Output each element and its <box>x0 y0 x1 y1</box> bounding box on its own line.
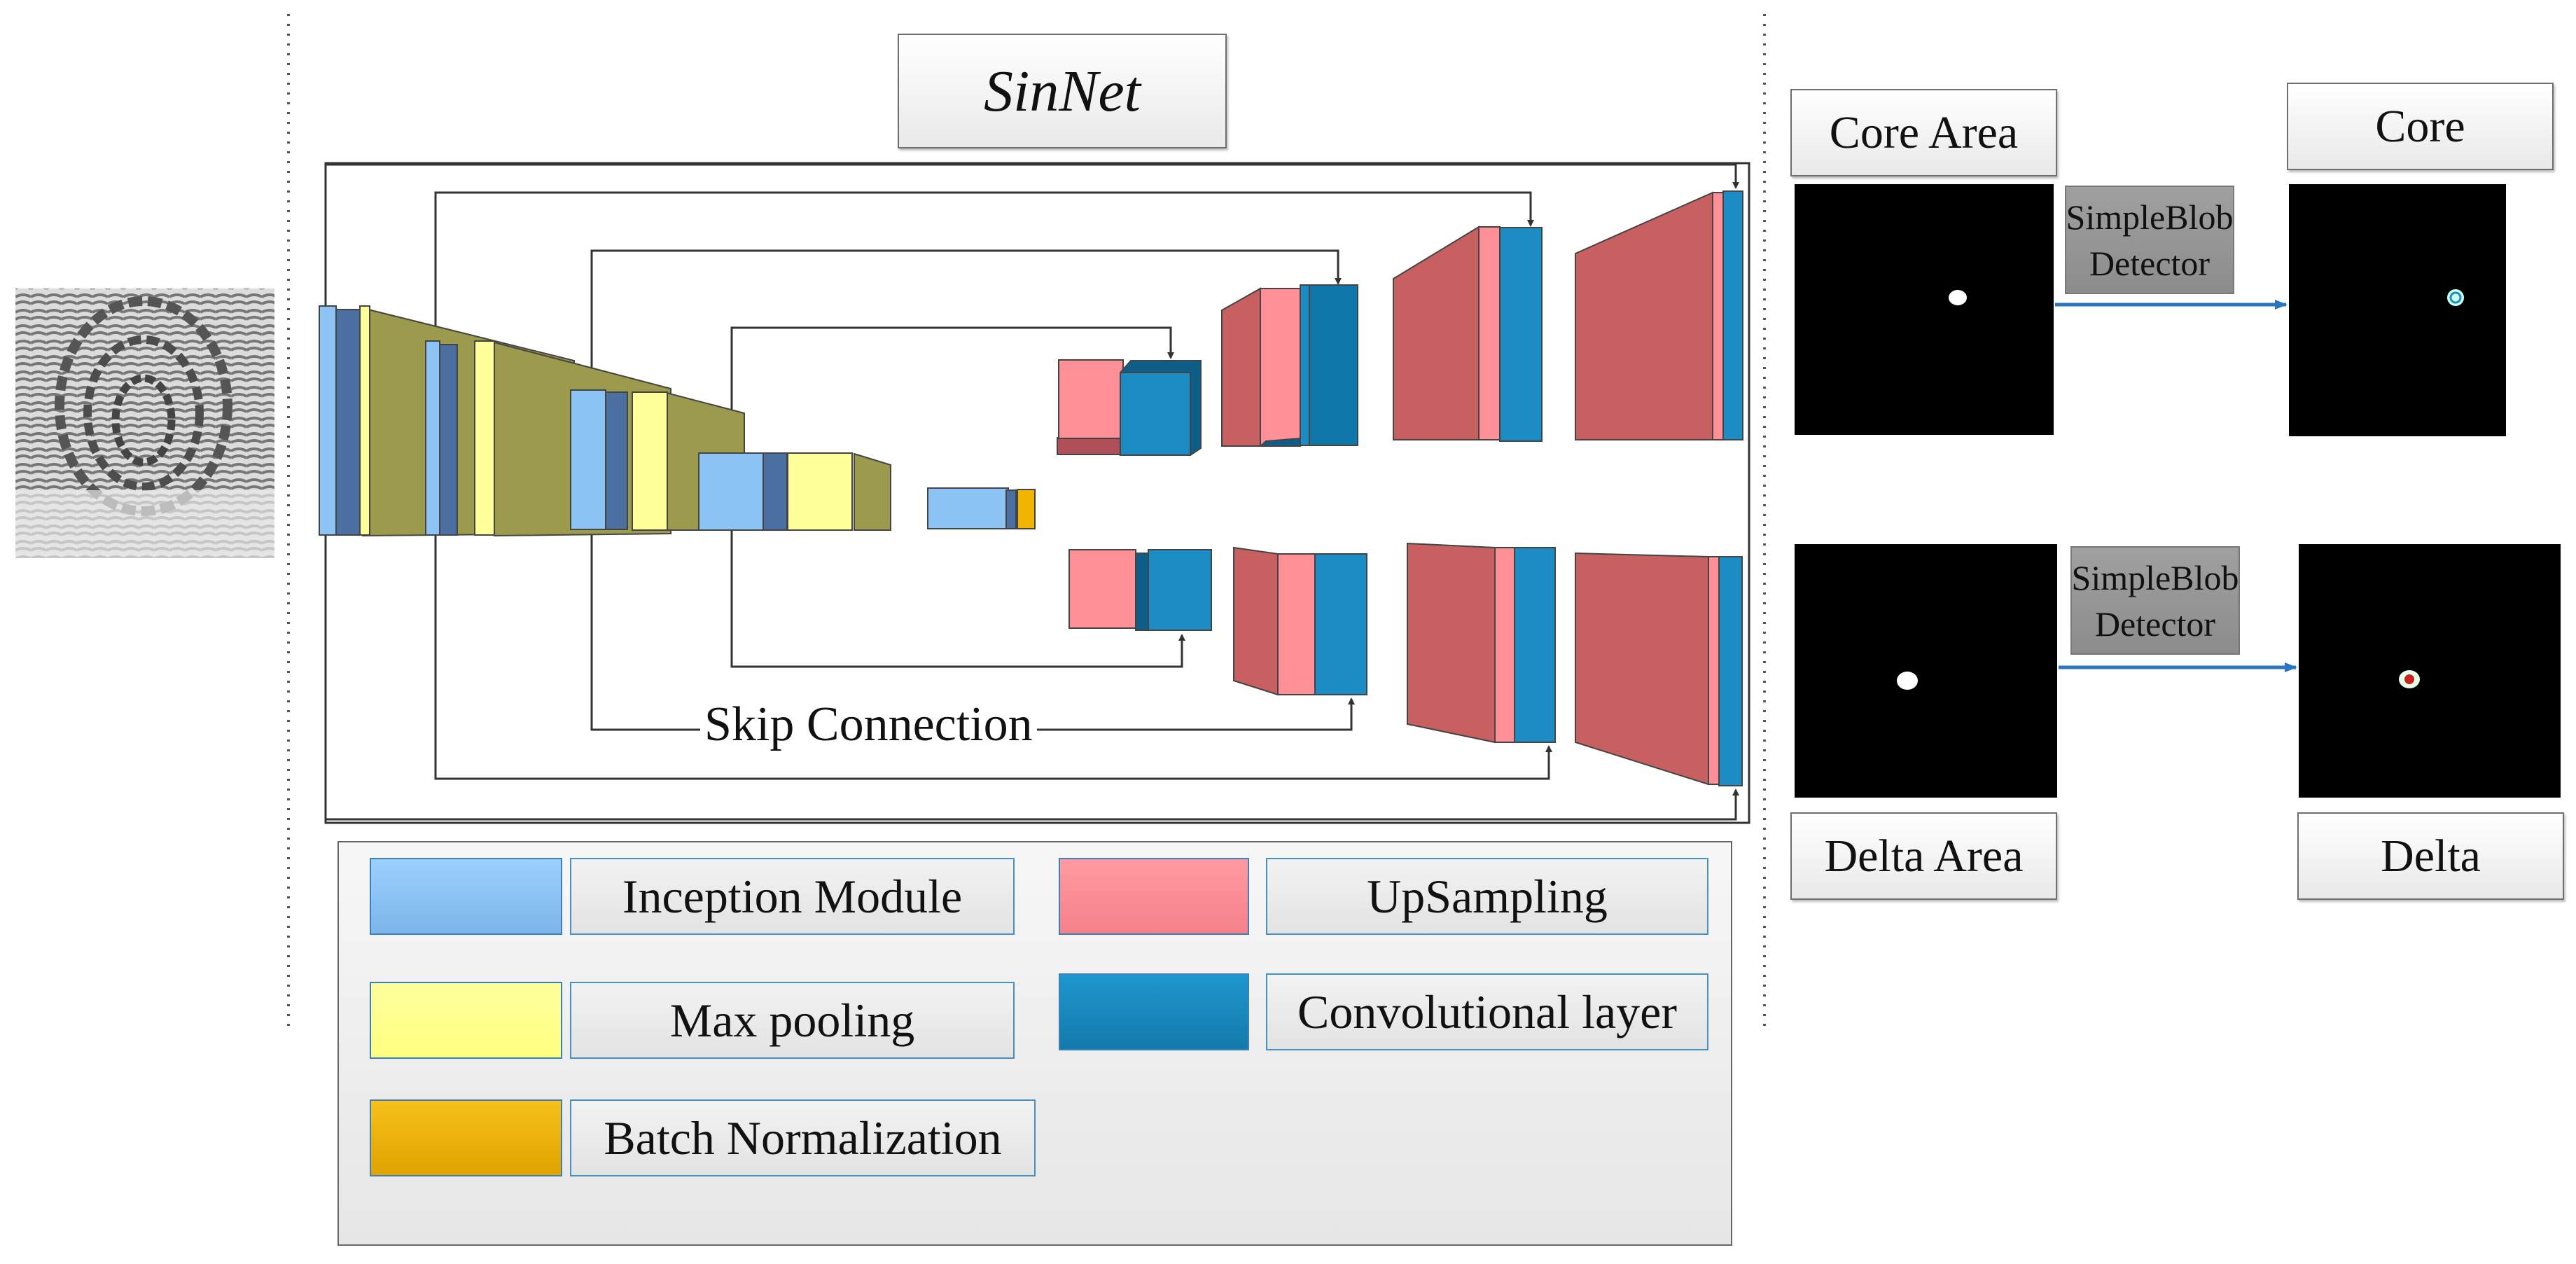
delta-conv-1 <box>1148 549 1212 631</box>
delta-upsampling-1 <box>1068 549 1136 629</box>
core-upsampling-2-face <box>1260 288 1301 447</box>
inception-block-4 <box>698 452 764 531</box>
legend-swatch-maxpool <box>370 982 562 1059</box>
delta-upsampling-2 <box>1233 546 1279 696</box>
encoder <box>319 305 1036 537</box>
core-upsampling-4-face <box>1712 192 1724 440</box>
core-upsampling-1-side <box>1057 437 1125 455</box>
core-conv-3 <box>1499 227 1543 442</box>
legend-label-inception: Inception Module <box>570 858 1015 935</box>
bottleneck-inception <box>927 487 1009 529</box>
core-result-image <box>2289 184 2506 436</box>
batchnorm-block <box>1017 489 1036 529</box>
core-conv-1 <box>1120 372 1191 456</box>
delta-label: Delta <box>2297 812 2564 900</box>
legend-swatch-upsampling <box>1059 858 1249 935</box>
legend-swatch-conv <box>1059 973 1249 1050</box>
delta-detector-line2: Detector <box>2094 604 2216 644</box>
skip-connections <box>326 163 1739 821</box>
maxpool-block-1 <box>359 305 370 536</box>
bottleneck-inception-side <box>1005 489 1017 529</box>
legend-label-batchnorm: Batch Normalization <box>570 1099 1036 1176</box>
maxpool-block-3 <box>632 391 668 531</box>
inception-block-1 <box>319 305 337 536</box>
core-label: Core <box>2287 83 2554 170</box>
core-decoder <box>1057 190 1743 456</box>
delta-area-image <box>1795 544 2057 798</box>
core-upsampling-4 <box>1575 191 1713 440</box>
encoder-body-4 <box>854 452 891 531</box>
inception-block-2 <box>425 340 440 536</box>
legend-label-maxpool: Max pooling <box>570 982 1015 1059</box>
delta-detector-line1: SimpleBlob <box>2071 557 2239 597</box>
output-images <box>1795 184 2561 798</box>
delta-conv-3 <box>1514 547 1556 743</box>
inception-block-4-side <box>760 452 788 531</box>
maxpool-block-4 <box>787 452 853 531</box>
core-upsampling-3 <box>1393 225 1480 440</box>
core-conv-4 <box>1722 190 1743 440</box>
delta-upsampling-4-face <box>1708 556 1720 785</box>
delta-result-image <box>2299 544 2561 798</box>
core-detector-line1: SimpleBlob <box>2066 197 2234 237</box>
legend-swatch-batchnorm <box>370 1099 562 1176</box>
delta-upsampling-4 <box>1575 552 1709 786</box>
core-detector-line2: Detector <box>2089 243 2211 283</box>
delta-upsampling-3 <box>1407 542 1496 744</box>
inception-block-3 <box>570 389 606 530</box>
core-upsampling-3-face <box>1478 226 1501 440</box>
delta-conv-2 <box>1314 553 1367 695</box>
delta-conv-4 <box>1718 556 1743 786</box>
delta-upsampling-2-face <box>1277 553 1316 695</box>
core-upsampling-2 <box>1221 287 1261 447</box>
fingerprint-input-image <box>15 289 274 558</box>
legend-label-upsampling: UpSampling <box>1266 858 1708 935</box>
delta-upsampling-3-face <box>1494 547 1515 743</box>
legend-label-conv: Convolutional layer <box>1266 973 1708 1050</box>
delta-detector-box: SimpleBlob Detector <box>2070 546 2240 655</box>
core-conv-2-side <box>1309 284 1358 446</box>
delta-conv-1-side <box>1135 553 1149 631</box>
core-upsampling-1 <box>1058 359 1124 439</box>
maxpool-block-2 <box>474 340 495 536</box>
inception-block-1-side <box>333 309 361 536</box>
core-area-label: Core Area <box>1790 89 2057 176</box>
skip-connection-label: Skip Connection <box>700 697 1037 753</box>
network-title: SinNet <box>898 34 1227 148</box>
core-detector-box: SimpleBlob Detector <box>2065 186 2234 294</box>
core-area-image <box>1795 184 2054 435</box>
delta-decoder <box>1068 542 1743 786</box>
legend-swatch-inception <box>370 858 562 935</box>
delta-area-label: Delta Area <box>1790 812 2057 900</box>
